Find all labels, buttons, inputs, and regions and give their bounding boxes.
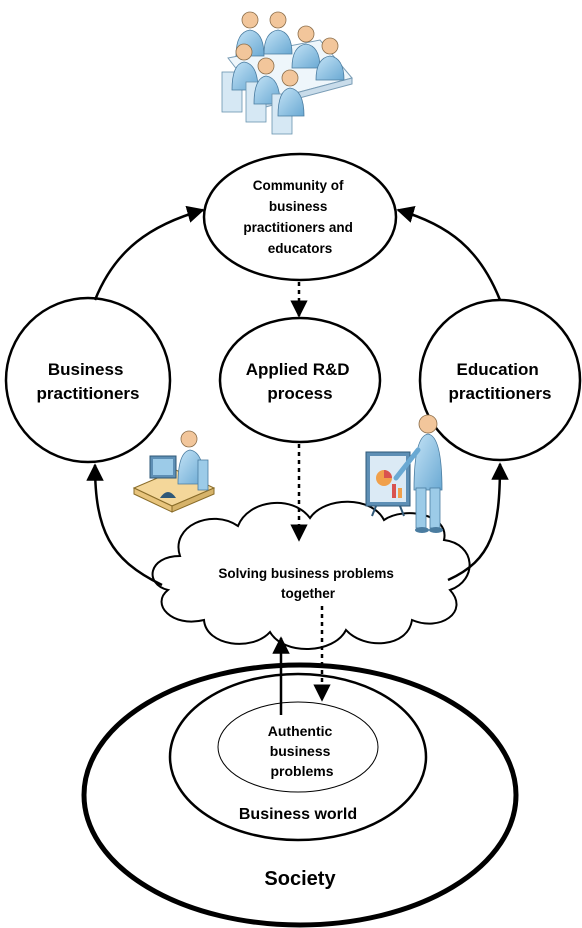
business-practitioners-ellipse: [4, 296, 172, 464]
authentic-label: Authentic business problems: [268, 723, 336, 779]
society-label: Society: [264, 868, 336, 890]
business-practitioners-label: Business practitioners: [37, 360, 140, 403]
business-world-label: Business world: [239, 806, 357, 823]
solving-cloud: [151, 500, 471, 650]
education-practitioners-ellipse: [418, 298, 582, 462]
applied-rd-ellipse: [218, 316, 382, 444]
arrow-solving-to-business: [86, 463, 163, 587]
authentic-problems-ellipse: [217, 701, 379, 793]
education-practitioners-label: Education practitioners: [449, 360, 552, 403]
arrow-solving-to-education: [447, 462, 509, 582]
applied-rd-label: Applied R&D process: [246, 360, 355, 403]
arrow-business-to-community: [93, 205, 205, 301]
presenter-icon: [365, 414, 443, 533]
community-ellipse: [202, 152, 398, 282]
arrow-education-to-community: [396, 205, 502, 301]
computer-user-icon: [132, 430, 216, 513]
solving-label: Solving business problems together: [218, 566, 397, 601]
meeting-group-icon: [221, 11, 353, 135]
community-label: Community of business practitioners and …: [243, 178, 356, 256]
